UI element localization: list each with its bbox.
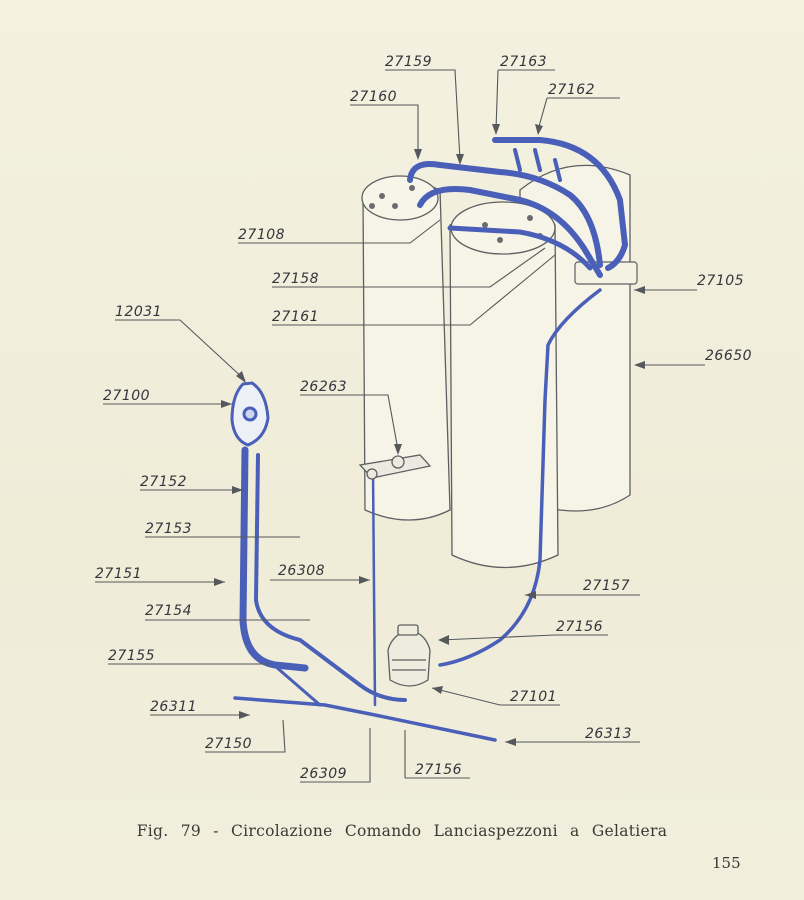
part-label: 26313 xyxy=(585,726,632,742)
part-label: 27150 xyxy=(205,736,252,752)
part-label: 26308 xyxy=(278,563,325,579)
part-label: 27155 xyxy=(108,648,155,664)
tap-26263 xyxy=(358,454,432,480)
part-label: 26311 xyxy=(150,699,197,715)
part-label: 27105 xyxy=(697,273,744,289)
part-label: 27163 xyxy=(500,54,547,70)
part-label: 27159 xyxy=(385,54,432,70)
cylinders xyxy=(361,164,631,569)
part-label: 26650 xyxy=(705,348,752,364)
part-label: 27151 xyxy=(95,566,142,582)
part-label: 27158 xyxy=(272,271,319,287)
reducer-27101 xyxy=(387,624,431,687)
part-label: 27152 xyxy=(140,474,187,490)
valve-27100 xyxy=(230,381,270,447)
part-label: 27160 xyxy=(350,89,397,105)
part-label: 27153 xyxy=(145,521,192,537)
part-label: 27154 xyxy=(145,603,192,619)
part-label: 26309 xyxy=(300,766,347,782)
part-label: 12031 xyxy=(115,304,162,320)
part-label: 27156 xyxy=(556,619,603,635)
part-label: 27100 xyxy=(103,388,150,404)
part-labels: 27159 27163 27162 27160 27108 27158 2710… xyxy=(95,54,752,782)
part-label: 27162 xyxy=(548,82,595,98)
part-label: 27156 xyxy=(415,762,462,778)
part-label: 27101 xyxy=(510,689,557,705)
part-label: 27161 xyxy=(272,309,319,325)
arrowheads xyxy=(214,124,645,746)
leader-lines xyxy=(95,69,705,783)
part-label: 27108 xyxy=(238,227,285,243)
figure-caption: Fig. 79 - Circolazione Comando Lanciaspe… xyxy=(136,822,668,840)
part-label: 26263 xyxy=(300,379,347,395)
page-number: 155 xyxy=(712,854,741,872)
part-label: 27157 xyxy=(583,578,630,594)
